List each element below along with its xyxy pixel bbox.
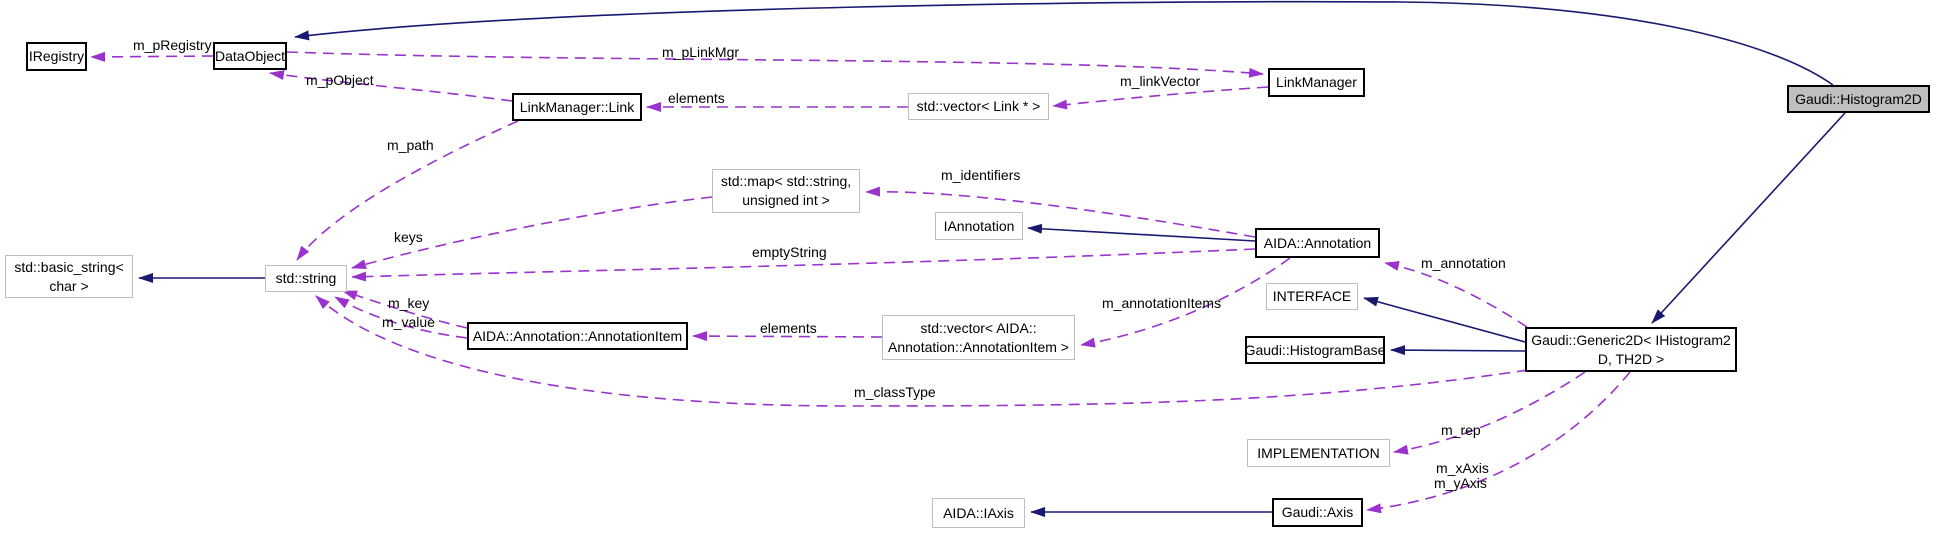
edge-usage-m-identifiers: [865, 186, 1256, 238]
node-label-line2: Annotation::AnnotationItem >: [888, 338, 1069, 355]
node-label: IRegistry: [28, 48, 85, 64]
node-label: std::vector< Link * >: [916, 98, 1041, 114]
node-implementation[interactable]: IMPLEMENTATION: [1247, 439, 1390, 467]
node-label: LinkManager::Link: [519, 98, 635, 115]
edge-label-m-rep: m_rep: [1441, 422, 1481, 438]
edge-label-m-plinkmgr: m_pLinkMgr: [662, 44, 740, 60]
node-linkmanager[interactable]: LinkManager: [1268, 68, 1365, 97]
node-label: AIDA::Annotation: [1263, 234, 1372, 251]
edge-label-m-classtype: m_classType: [854, 384, 936, 400]
node-vector-link[interactable]: std::vector< Link * >: [908, 93, 1049, 120]
edge-usage-m-annotation: [1384, 261, 1528, 328]
node-basic-string[interactable]: std::basic_string< char >: [5, 255, 133, 298]
node-label: AIDA::Annotation::AnnotationItem: [472, 327, 683, 344]
node-iregistry[interactable]: IRegistry: [26, 42, 87, 71]
edge-label-elements-links: elements: [668, 90, 725, 106]
node-linkmanager-link[interactable]: LinkManager::Link: [512, 93, 642, 121]
node-dataobject[interactable]: DataObject: [213, 42, 287, 70]
node-label-line1: std::map< std::string,: [720, 173, 852, 189]
edge-usage-m-xaxis-m-yaxis: [1366, 371, 1631, 514]
node-label: std::string: [275, 270, 337, 286]
edge-inherit-histogram2d-generic2d: [1651, 112, 1846, 324]
edge-label-m-key: m_key: [388, 295, 430, 311]
node-label-line1: std::vector< AIDA::: [920, 319, 1037, 336]
edge-label-m-path: m_path: [387, 137, 434, 153]
node-map-string-uint[interactable]: std::map< std::string, unsigned int >: [712, 169, 860, 213]
node-label: Gaudi::Axis: [1281, 504, 1354, 520]
node-histogram2d-current: Gaudi::Histogram2D: [1787, 85, 1930, 113]
edge-inherit-generic2d-histogrambase: [1390, 345, 1526, 356]
node-label: INTERFACE: [1272, 288, 1352, 304]
edge-inherit-annotation-iannotation: [1027, 223, 1256, 242]
edge-usage-m-pregistry: [90, 51, 214, 62]
edge-label-m-value: m_value: [382, 314, 435, 330]
node-label-line2: char >: [49, 277, 89, 294]
edge-label-keys: keys: [394, 229, 423, 245]
edge-usage-m-rep: [1393, 371, 1586, 455]
node-std-string[interactable]: std::string: [265, 265, 347, 292]
node-vector-annotationitem[interactable]: std::vector< AIDA:: Annotation::Annotati…: [882, 315, 1075, 360]
node-label: DataObject: [214, 47, 286, 64]
edge-usage-elements-items: [692, 331, 883, 342]
node-label: Gaudi::HistogramBase: [1244, 341, 1386, 358]
edge-label-elements-items: elements: [760, 320, 817, 336]
edge-usage-m-plinkmgr: [286, 51, 1264, 78]
node-label: AIDA::IAxis: [943, 504, 1014, 521]
node-label: Gaudi::Histogram2D: [1795, 90, 1922, 107]
node-label-line1: Gaudi::Generic2D< IHistogram2: [1531, 331, 1731, 348]
edge-label-m-pregistry: m_pRegistry: [133, 37, 212, 53]
node-interface[interactable]: INTERFACE: [1266, 283, 1358, 310]
edge-label-m-xaxis: m_xAxis: [1436, 460, 1489, 476]
node-label-line2: D, TH2D >: [1597, 350, 1665, 367]
edge-label-m-annotation: m_annotation: [1421, 255, 1506, 271]
node-aida-iaxis[interactable]: AIDA::IAxis: [932, 498, 1025, 528]
node-annotationitem[interactable]: AIDA::Annotation::AnnotationItem: [467, 322, 688, 350]
node-label-line2: unsigned int >: [742, 192, 830, 208]
node-generic2d[interactable]: Gaudi::Generic2D< IHistogram2 D, TH2D >: [1525, 327, 1737, 372]
edge-label-m-yaxis: m_yAxis: [1434, 475, 1487, 491]
node-gaudi-axis[interactable]: Gaudi::Axis: [1272, 498, 1363, 527]
node-iannotation[interactable]: IAnnotation: [935, 212, 1023, 240]
edge-label-m-linkvector: m_linkVector: [1120, 73, 1201, 89]
edge-inherit-histogram2d-dataobject: [294, 0, 1834, 86]
node-aida-annotation[interactable]: AIDA::Annotation: [1255, 228, 1380, 258]
edge-label-emptystring: emptyString: [752, 244, 827, 260]
node-label-line1: std::basic_string<: [14, 258, 124, 275]
edge-inherit-generic2d-interface: [1363, 296, 1526, 343]
node-label: IAnnotation: [943, 217, 1015, 234]
edge-label-m-identifiers: m_identifiers: [941, 167, 1021, 183]
node-label: IMPLEMENTATION: [1257, 444, 1380, 461]
node-histogrambase[interactable]: Gaudi::HistogramBase: [1245, 336, 1385, 364]
edge-label-m-pobject: m_pObject: [306, 72, 374, 88]
edge-usage-m-linkvector: [1052, 86, 1269, 110]
edge-label-m-annotationitems: m_annotationItems: [1102, 295, 1222, 311]
node-label: LinkManager: [1276, 74, 1357, 90]
